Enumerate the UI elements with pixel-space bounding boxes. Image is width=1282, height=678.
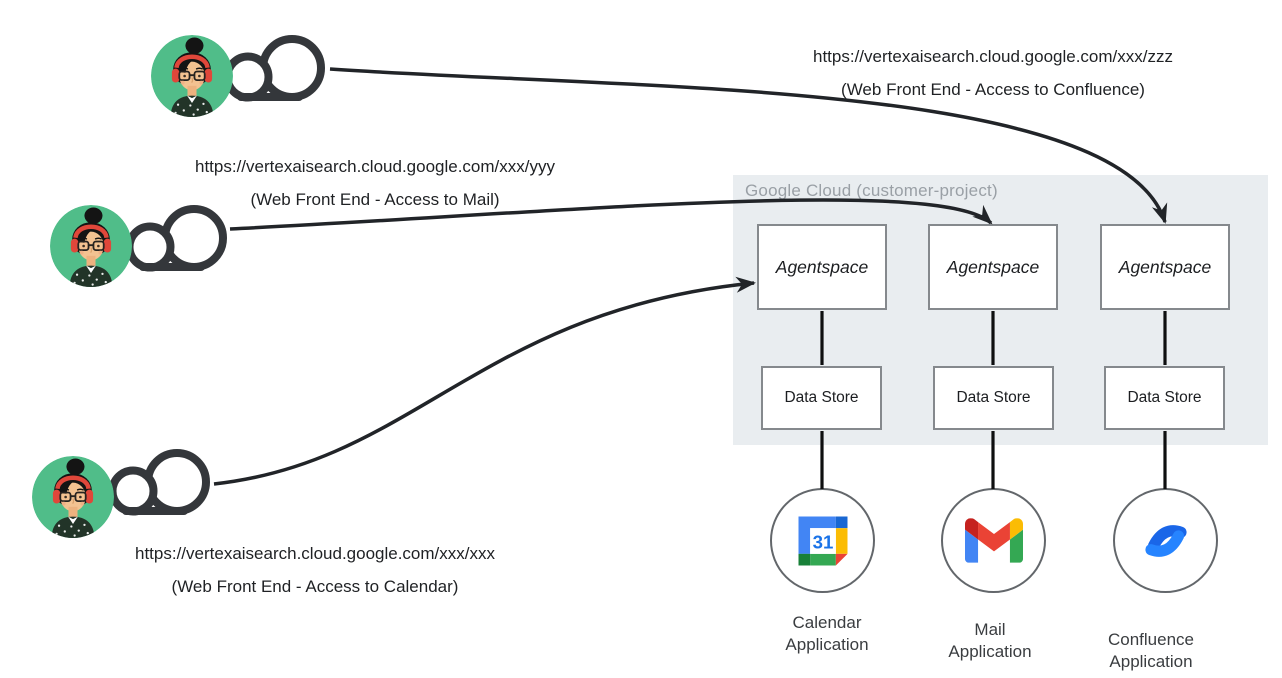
mail-application-label: Mail Application: [948, 620, 1032, 661]
agentspace-label: Agentspace: [946, 256, 1040, 277]
calendar-endpoint-label: https://vertexaisearch.cloud.google.com/…: [65, 537, 565, 603]
confluence-app-circle: [1113, 488, 1218, 593]
google-cloud-label: Google Cloud (customer-project): [745, 181, 998, 200]
confluence-endpoint-label: https://vertexaisearch.cloud.google.com/…: [743, 40, 1243, 106]
datastore-box-calendar: Data Store: [761, 366, 882, 430]
datastore-label: Data Store: [784, 389, 859, 406]
endpoint-caption: (Web Front End - Access to Confluence): [841, 80, 1145, 99]
datastore-box-mail: Data Store: [933, 366, 1054, 430]
endpoint-caption: (Web Front End - Access to Calendar): [171, 577, 459, 596]
endpoint-url: https://vertexaisearch.cloud.google.com/…: [813, 47, 1173, 66]
agentspace-label: Agentspace: [1118, 256, 1212, 277]
google-calendar-icon: 31: [795, 513, 851, 569]
mail-endpoint-label: https://vertexaisearch.cloud.google.com/…: [125, 150, 625, 216]
calendar-day-number: 31: [812, 531, 833, 552]
user-avatar-mail: [50, 205, 132, 287]
calendar-application-label: Calendar Application: [785, 613, 869, 654]
calendar-app-circle: 31: [770, 488, 875, 593]
agentspace-box-confluence: Agentspace: [1100, 224, 1230, 310]
agentspace-box-calendar: Agentspace: [757, 224, 887, 310]
datastore-label: Data Store: [1127, 389, 1202, 406]
confluence-application-label: Confluence Application: [1107, 630, 1194, 671]
endpoint-url: https://vertexaisearch.cloud.google.com/…: [195, 157, 555, 176]
arrow-calendar-user-to-agentspace: [213, 276, 756, 486]
user-avatar-confluence: [151, 35, 233, 117]
datastore-box-confluence: Data Store: [1104, 366, 1225, 430]
datastore-label: Data Store: [956, 389, 1031, 406]
gmail-icon: [965, 518, 1023, 563]
endpoint-url: https://vertexaisearch.cloud.google.com/…: [135, 544, 495, 563]
confluence-icon: [1136, 511, 1196, 571]
endpoint-caption: (Web Front End - Access to Mail): [250, 190, 500, 209]
agentspace-label: Agentspace: [775, 256, 869, 277]
user-avatar-calendar: [32, 456, 114, 538]
cloud-icon: [99, 446, 223, 524]
agentspace-box-mail: Agentspace: [928, 224, 1058, 310]
mail-app-circle: [941, 488, 1046, 593]
